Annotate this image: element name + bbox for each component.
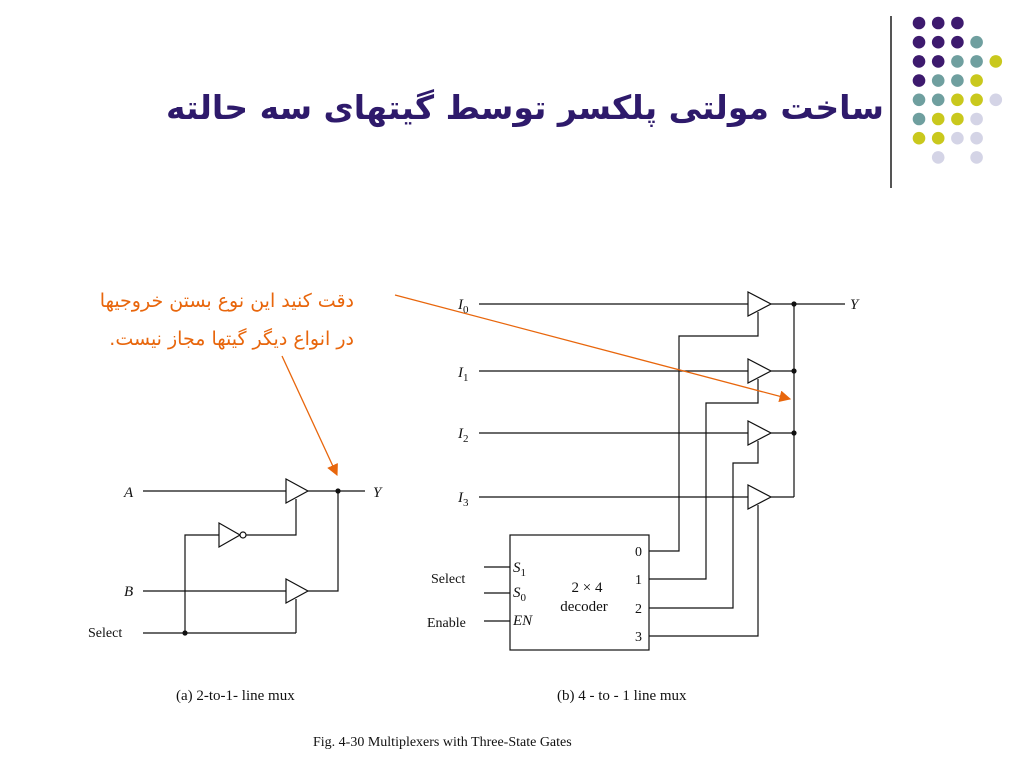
fig-b-4to1-mux: I0 I1 I2 I3 Y 2 × bbox=[427, 291, 860, 704]
decorative-dot bbox=[970, 112, 983, 126]
decorative-dot bbox=[931, 93, 945, 107]
decorative-dot bbox=[912, 112, 926, 126]
fig-b-decoder-out-0: 0 bbox=[635, 545, 642, 560]
decorative-dot bbox=[951, 131, 964, 145]
fig-a-buffer-b bbox=[285, 577, 310, 605]
annotation-line-1: دقت کنید این نوع بستن خروجیها bbox=[99, 290, 354, 312]
decorative-dot bbox=[951, 55, 964, 68]
decorative-dot bbox=[912, 131, 926, 145]
fig-b-caption: (b) 4 - to - 1 line mux bbox=[557, 688, 687, 704]
decorative-dot bbox=[970, 93, 983, 107]
decorative-dot bbox=[951, 93, 964, 107]
decorative-dot bbox=[970, 35, 983, 49]
fig-b-junction-1 bbox=[791, 368, 797, 374]
fig-b-buffer-2 bbox=[747, 420, 773, 446]
decorative-dot bbox=[912, 35, 926, 49]
annotation-arrow-to-fig-a bbox=[281, 355, 338, 477]
decorative-dot bbox=[951, 16, 964, 30]
slide-title: ساخت مولتی پلکسر توسط گیتهای سه حالته bbox=[166, 88, 884, 127]
fig-b-output-label: Y bbox=[850, 297, 860, 313]
fig-a-input-a-label: A bbox=[123, 485, 134, 501]
fig-b-decoder-pin-s0: S0 bbox=[513, 585, 527, 604]
fig-a-caption: (a) 2-to-1- line mux bbox=[176, 688, 295, 704]
fig-b-select-label: Select bbox=[431, 572, 465, 587]
figure-caption: Fig. 4-30 Multiplexers with Three-State … bbox=[313, 735, 572, 750]
fig-a-wire-inv-out bbox=[246, 499, 297, 536]
fig-b-decoder-out-2: 2 bbox=[635, 602, 642, 617]
fig-a-wire-select-up bbox=[184, 534, 219, 633]
fig-b-decoder-label-1: 2 × 4 bbox=[572, 580, 603, 596]
decorative-dot bbox=[931, 35, 945, 49]
annotation-line-2: در انواع دیگر گیتها مجاز نیست. bbox=[109, 328, 354, 350]
fig-b-decoder-out-3: 3 bbox=[635, 630, 642, 645]
fig-a-2to1-mux: A B Select Y (a) 2-to-1- line mux bbox=[88, 477, 383, 704]
fig-a-input-b-label: B bbox=[124, 584, 133, 600]
fig-b-enable-label: Enable bbox=[427, 616, 466, 631]
decorative-dot bbox=[931, 74, 945, 87]
fig-b-input-i1-label: I1 bbox=[457, 365, 469, 384]
decorative-dot bbox=[912, 93, 926, 107]
decorative-dot bbox=[931, 112, 945, 126]
fig-a-output-junction bbox=[335, 488, 341, 494]
fig-b-decoder-label-2: decoder bbox=[560, 599, 607, 615]
decorative-dot bbox=[970, 151, 983, 164]
fig-a-output-label: Y bbox=[373, 485, 383, 501]
decorative-dot bbox=[951, 74, 964, 87]
fig-a-select-label: Select bbox=[88, 626, 122, 641]
fig-a-wire-b-out bbox=[308, 491, 339, 592]
fig-b-buffer-3 bbox=[747, 484, 773, 510]
decorative-dot bbox=[931, 151, 945, 164]
decorative-dot bbox=[951, 112, 964, 126]
fig-b-decoder-pin-en: EN bbox=[512, 613, 533, 629]
decorative-dot bbox=[951, 35, 964, 49]
annotation-arrow-to-fig-b bbox=[394, 294, 792, 402]
decorative-dot bbox=[970, 131, 983, 145]
decorative-dot bbox=[931, 55, 945, 68]
decorative-dot bbox=[931, 16, 945, 30]
decorative-dot bbox=[989, 93, 1003, 107]
title-divider bbox=[890, 16, 892, 188]
fig-b-decoder-box bbox=[509, 534, 650, 651]
fig-b-enable-line-3 bbox=[649, 505, 759, 637]
fig-b-enable-line-0 bbox=[649, 312, 759, 552]
decorative-dot bbox=[989, 55, 1003, 68]
fig-b-buffer-0 bbox=[747, 291, 773, 317]
decorative-dot bbox=[912, 74, 926, 87]
fig-b-decoder-pin-s1: S1 bbox=[513, 560, 526, 579]
decorative-dot bbox=[931, 131, 945, 145]
fig-b-junction-0 bbox=[791, 301, 797, 307]
fig-a-buffer-a bbox=[285, 477, 310, 505]
fig-a-inverter-bubble bbox=[239, 531, 247, 539]
fig-b-enable-line-2 bbox=[649, 441, 759, 609]
fig-b-enable-line-1 bbox=[649, 379, 759, 580]
decorative-dot bbox=[912, 16, 926, 30]
fig-b-input-i0-label: I0 bbox=[457, 297, 469, 316]
annotation-note: دقت کنید این نوع بستن خروجیها در انواع د… bbox=[14, 282, 354, 358]
decorative-dot bbox=[912, 55, 926, 68]
fig-b-buffer-1 bbox=[747, 358, 773, 384]
fig-a-inverter bbox=[218, 521, 242, 549]
decorative-dot bbox=[970, 55, 983, 68]
fig-b-input-i3-label: I3 bbox=[457, 490, 469, 509]
decorative-dot bbox=[970, 74, 983, 87]
fig-b-decoder-out-1: 1 bbox=[635, 573, 642, 588]
fig-b-input-i2-label: I2 bbox=[457, 426, 469, 445]
fig-b-junction-2 bbox=[791, 430, 797, 436]
